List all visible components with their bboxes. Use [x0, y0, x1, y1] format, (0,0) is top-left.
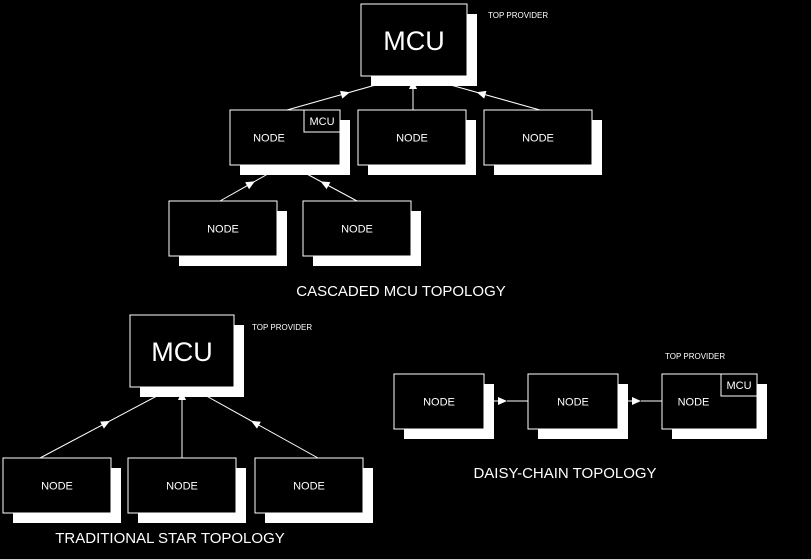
cascade-leaf-arrow-right-head [320, 181, 331, 190]
daisy-chain-topology-title: DAISY-CHAIN TOPOLOGY [473, 465, 656, 482]
daisy-node-1 [393, 373, 494, 439]
cascade-arrow-left [286, 76, 405, 111]
daisy-arrow-2-head [632, 397, 641, 405]
star-arrow-center-head [178, 391, 186, 400]
star-arrow-left [39, 387, 173, 459]
daisy-node-provider [661, 373, 767, 439]
cascade-leaf-1 [168, 200, 287, 266]
cascade-arrow-center [409, 80, 417, 110]
cascade-arrow-center-head [409, 80, 417, 89]
cascade-leaf-2-label: NODE [341, 224, 373, 236]
star-top-provider-label: TOP PROVIDER [252, 323, 312, 332]
cascade-leaf-1-label: NODE [207, 224, 239, 236]
star-arrow-left-head [100, 420, 110, 429]
cascade-node-3 [483, 109, 602, 175]
diagram-shapes [2, 3, 767, 523]
daisy-arrow-1-head [498, 397, 507, 405]
daisy-arrow-1 [485, 397, 507, 405]
diagram-edges [39, 76, 662, 459]
cascade-arrow-right [421, 76, 541, 111]
star-node-3-frame [254, 457, 364, 514]
cascade-node-3-label: NODE [522, 133, 554, 145]
star-node-2 [127, 457, 246, 523]
star-topology-title: TRADITIONAL STAR TOPOLOGY [55, 530, 285, 547]
star-node-2-label: NODE [166, 481, 198, 493]
cascade-top-mcu-frame [360, 3, 468, 77]
daisy-node-provider-mcu-badge [720, 373, 758, 397]
cascade-leaf-arrow-left-head [245, 181, 255, 190]
star-node-2-frame [127, 457, 237, 514]
star-arrow-right [191, 387, 319, 459]
star-node-1 [2, 457, 121, 523]
cascade-node-mcu-mcu-badge [303, 109, 341, 133]
daisy-node-1-frame [393, 373, 485, 430]
daisy-node-provider-label: NODE [678, 397, 710, 409]
diagram-labels: MCU TOP PROVIDER MCU NODE NODE NODE NODE NODE CA… [41, 11, 751, 547]
cascade-node-2 [357, 109, 476, 175]
cascade-node-mcu-mcu-badge-label: MCU [309, 116, 334, 128]
daisy-node-2-label: NODE [557, 397, 589, 409]
cascade-top-mcu [360, 3, 477, 86]
cascade-leaf-1-frame [168, 200, 278, 257]
cascade-top-mcu-label: MCU [383, 26, 445, 56]
daisy-node-1-label: NODE [423, 397, 455, 409]
star-node-1-frame [2, 457, 112, 514]
cascade-node-2-label: NODE [396, 133, 428, 145]
star-mcu-label: MCU [151, 337, 213, 367]
cascade-node-mcu-label: NODE [253, 133, 285, 145]
cascade-node-3-frame [483, 109, 593, 166]
star-mcu-frame [129, 314, 235, 388]
daisy-node-2 [527, 373, 628, 439]
cascade-leaf-2 [302, 200, 421, 266]
daisy-node-2-frame [527, 373, 619, 430]
star-node-3-label: NODE [293, 481, 325, 493]
cascade-leaf-arrow-left [219, 165, 283, 202]
cascade-arrow-left-head [340, 90, 350, 99]
cascade-node-2-frame [357, 109, 467, 166]
daisy-arrow-2 [619, 397, 641, 405]
cascaded-topology-title: CASCADED MCU TOPOLOGY [296, 283, 506, 300]
star-mcu [129, 314, 244, 397]
cascade-arrow-right-head [476, 90, 487, 99]
star-node-3 [254, 457, 373, 523]
cascade-leaf-arrow-right [291, 165, 358, 202]
daisy-node-provider-mcu-badge-label: MCU [726, 380, 751, 392]
cascade-top-provider-label: TOP PROVIDER [488, 11, 548, 20]
star-node-1-label: NODE [41, 481, 73, 493]
cascade-node-mcu [229, 109, 350, 175]
daisy-top-provider-label: TOP PROVIDER [665, 352, 725, 361]
cascade-leaf-2-frame [302, 200, 412, 257]
star-arrow-right-head [251, 420, 261, 429]
star-arrow-center [178, 391, 186, 458]
